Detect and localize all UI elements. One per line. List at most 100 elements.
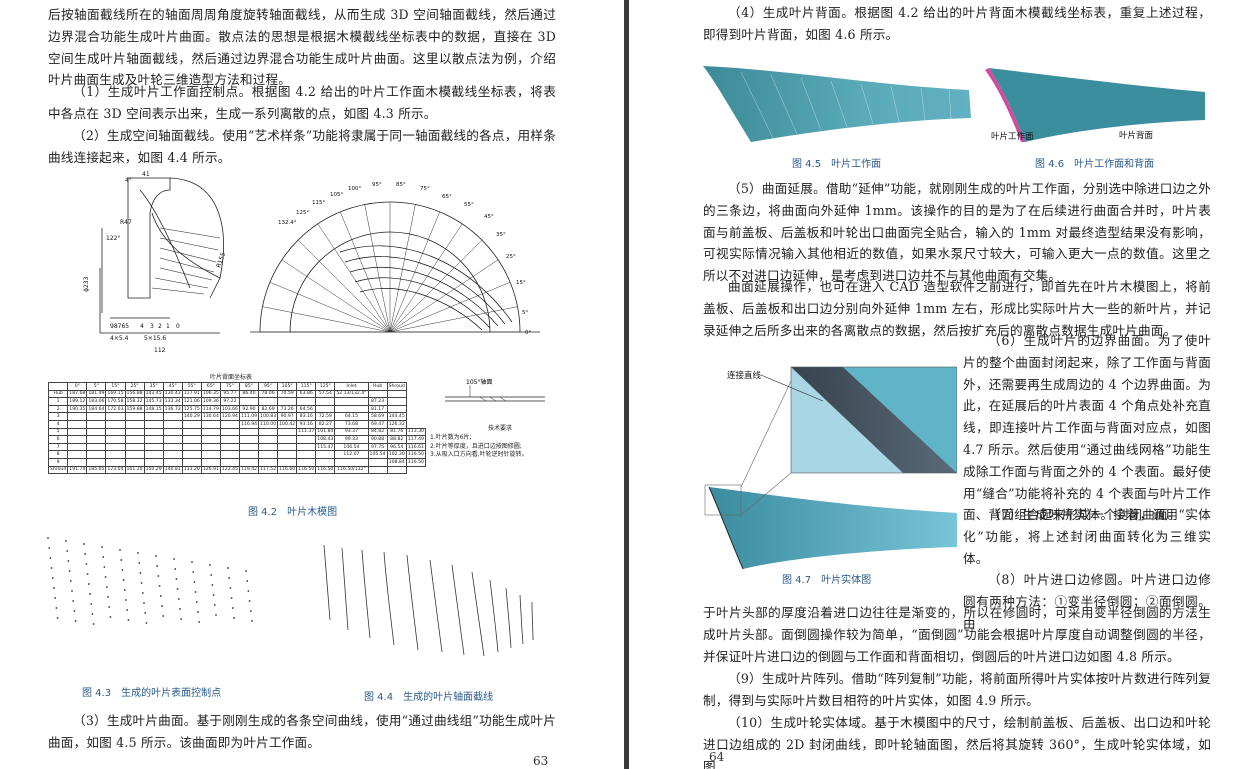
- paragraph-r3: 曲面延展操作，也可在进入 CAD 造型软件之前进行，即首先在叶片木模图上，将前盖…: [703, 279, 1211, 338]
- table-cell: [334, 457, 369, 467]
- table-cell: 81.17: [367, 404, 388, 414]
- plan-ray: [269, 282, 391, 333]
- table-cell: Shroud: [386, 382, 407, 391]
- table-cell: 140.29: [181, 412, 202, 421]
- table-cell: 116.94: [238, 419, 260, 429]
- dim-r155: R155: [215, 251, 227, 268]
- table-cell: [105, 450, 126, 459]
- table-cell: [67, 442, 88, 452]
- table-cell: [181, 419, 202, 429]
- control-point: [209, 564, 211, 566]
- dim-1: 1: [166, 323, 170, 330]
- table-cell: 63.86: [296, 389, 317, 399]
- control-point: [198, 621, 201, 623]
- control-point: [249, 610, 252, 612]
- control-point: [233, 617, 235, 619]
- control-point: [54, 597, 57, 599]
- table-cell: [124, 412, 145, 421]
- angle-105: 105°: [330, 192, 343, 198]
- table-cell: 1: [47, 397, 69, 406]
- control-point: [191, 561, 193, 563]
- table-cell: [86, 427, 107, 437]
- control-point: [53, 587, 55, 589]
- table-cell: 64.15: [334, 412, 369, 421]
- control-point: [69, 580, 72, 582]
- control-point: [73, 610, 76, 612]
- table-cell: 100.83: [258, 412, 279, 421]
- table-cell: 97.75: [367, 442, 388, 452]
- table-cell: 106.35: [200, 389, 221, 399]
- table-cell: [143, 457, 164, 467]
- control-point: [84, 553, 87, 555]
- table-cell: 126.91: [200, 465, 221, 475]
- control-point: [66, 550, 69, 552]
- table-cell: [386, 465, 407, 475]
- control-point: [68, 570, 71, 572]
- table-cell: [143, 450, 164, 459]
- table-cell: [181, 427, 202, 437]
- control-point: [71, 590, 73, 592]
- note-line: 2.叶片等厚度，且进口边按图修圆;: [430, 442, 522, 450]
- control-point: [51, 577, 54, 579]
- table-cell: [181, 442, 202, 452]
- table-cell: [200, 442, 221, 452]
- control-point: [229, 587, 232, 589]
- fig45-caption: 图 4.5 叶片工作面: [792, 159, 882, 170]
- control-point: [91, 613, 94, 615]
- table-cell: 3: [47, 412, 69, 421]
- angle-95: 95°: [372, 182, 382, 188]
- table-cell: [143, 412, 164, 421]
- table-cell: [386, 397, 407, 406]
- table-cell: [219, 427, 240, 437]
- table-cell: [238, 397, 260, 406]
- table-cell: [367, 389, 388, 399]
- table-cell: 5°: [86, 382, 107, 391]
- dim-122: 122°: [106, 235, 120, 242]
- left-page: 后按轴面截线所在的轴面周周角度旋转轴面截线，从而生成 3D 空间轴面截线，然后通…: [0, 0, 624, 769]
- table-cell: [162, 427, 183, 437]
- table-cell: 145.73: [143, 397, 164, 406]
- table-cell: [334, 404, 369, 414]
- table-cell: [86, 442, 107, 452]
- control-point: [158, 585, 161, 587]
- control-point: [102, 556, 105, 558]
- plan-ray: [389, 223, 463, 333]
- dim-5x15.6: 5×15.6: [144, 335, 166, 342]
- table-cell: 140.81: [162, 465, 183, 475]
- axial-plane-label: 105°轴面: [466, 378, 492, 386]
- paragraph-r8: （9）生成叶片阵列。借助“阵列复制”功能，将前面所得叶片实体按叶片数进行阵列复制…: [703, 671, 1211, 708]
- blade-work-and-back-figure: [985, 60, 1207, 144]
- table-cell: [105, 442, 126, 452]
- control-point: [173, 558, 175, 560]
- control-point: [194, 591, 197, 593]
- table-cell: [47, 382, 69, 391]
- control-point: [55, 607, 58, 609]
- label-back-surface: 叶片背面: [1119, 131, 1154, 141]
- control-point: [107, 596, 109, 598]
- table-cell: [238, 442, 260, 452]
- fig46-caption: 图 4.6 叶片工作面和背面: [1035, 159, 1155, 170]
- paragraph-r1: （4）生成叶片背面。根据图 4.2 给出的叶片背面木模截线坐标表，重复上述过程，…: [703, 5, 1211, 42]
- table-cell: 126.32: [386, 419, 407, 429]
- table-cell: 55°: [181, 382, 202, 391]
- control-point: [47, 537, 49, 539]
- notes-title: 技术要求: [487, 425, 512, 432]
- table-cell: 116.50: [296, 465, 317, 475]
- table-cell: [258, 450, 279, 459]
- paragraph-r4: （6）生成叶片的边界曲面。为了使叶片的整个曲面封闭起来，除了工作面与背面外，还需…: [963, 333, 1211, 523]
- fig44-caption: 图 4.4 生成的叶片轴面截线: [364, 692, 494, 703]
- table-cell: [162, 412, 183, 421]
- control-point: [103, 566, 106, 568]
- page-number-left: 63: [533, 754, 549, 768]
- plan-ray: [281, 259, 391, 333]
- table-cell: 125°: [315, 382, 336, 391]
- table-cell: [67, 419, 88, 429]
- table-cell: 95°: [258, 382, 279, 391]
- table-cell: [105, 412, 126, 421]
- control-point: [227, 567, 229, 569]
- control-point: [174, 568, 177, 570]
- angle-65: 65°: [442, 194, 452, 200]
- table-cell: 105°: [277, 382, 298, 391]
- control-point: [145, 622, 148, 624]
